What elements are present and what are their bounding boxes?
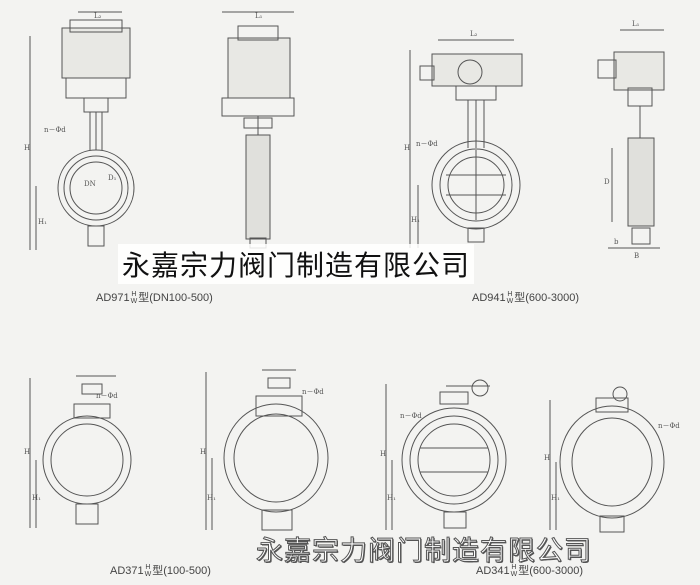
dim-dn-1: DN [84, 180, 96, 188]
drawing-ad371 [29, 375, 132, 528]
dim-h1-7: H₁ [387, 494, 396, 502]
drawing-ad341-alt [549, 386, 665, 533]
dim-h-5: H [24, 448, 30, 456]
dim-h1-6: H₁ [207, 494, 216, 502]
drawing-ad341 [385, 379, 507, 530]
dim-bb-4: B [634, 252, 639, 260]
dim-l2-3: L₂ [470, 30, 478, 38]
dim-nphi-7: n－Φd [400, 412, 422, 420]
dim-h-7: H [380, 450, 386, 458]
dim-h-8: H [544, 454, 550, 462]
dim-h1-1: H₁ [38, 218, 47, 226]
dim-nphi-6: n－Φd [302, 388, 324, 396]
dim-nphi-1: n－Φd [44, 126, 66, 134]
drawing-ad941-side [597, 29, 665, 249]
drawing-ad971 [29, 11, 135, 250]
dim-l1-1: L₁ [255, 12, 263, 20]
drawing-ad941 [409, 39, 523, 248]
dim-h-1: H [24, 144, 30, 152]
dim-d-4: D [604, 178, 610, 186]
dim-l2-1: L₂ [94, 12, 102, 20]
dim-nphi-3: n－Φd [416, 140, 438, 148]
watermark-top: 永嘉宗力阀门制造有限公司 [118, 244, 475, 284]
dim-h1-5: H₁ [32, 494, 41, 502]
drawing-ad971-side [221, 11, 295, 249]
dim-nphi-8: n－Φd [658, 422, 680, 430]
dim-h-3: H [404, 144, 410, 152]
dim-b-4: b [614, 238, 619, 246]
dim-nphi-5: n－Φd [96, 392, 118, 400]
drawing-ad371-alt [205, 369, 329, 531]
dim-d1-1: D₁ [108, 174, 117, 182]
dim-l1-4: L₁ [632, 20, 640, 28]
dim-h1-3: H₁ [411, 216, 420, 224]
watermark-bottom: 永嘉宗力阀门制造有限公司 [256, 536, 592, 568]
dim-h-6: H [200, 448, 206, 456]
dim-h1-8: H₁ [551, 494, 560, 502]
